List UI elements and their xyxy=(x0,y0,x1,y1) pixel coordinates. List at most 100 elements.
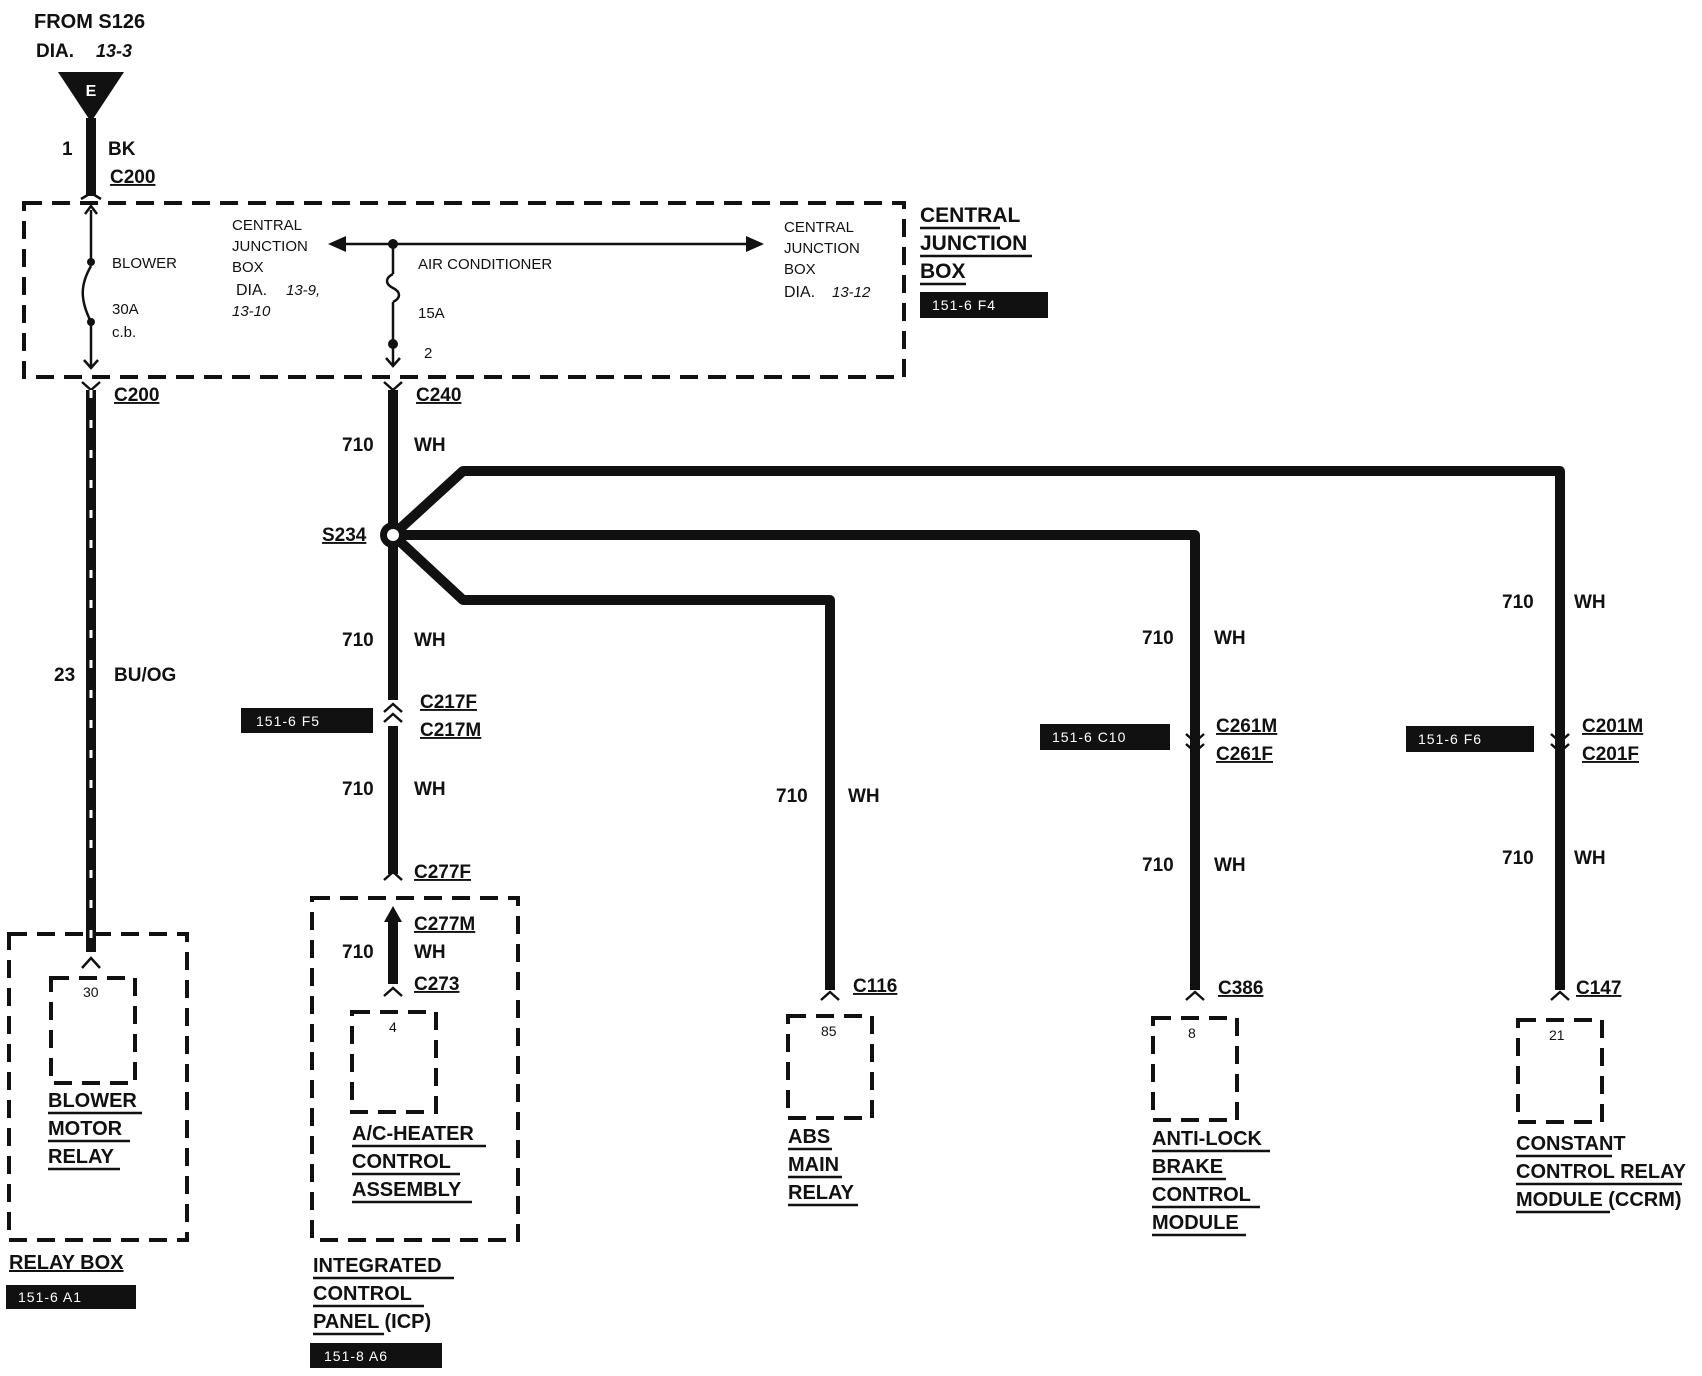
ccrm-line-3: MODULE (CCRM) xyxy=(1516,1189,1682,1211)
relay-line-2: MOTOR xyxy=(48,1118,123,1140)
relay-box-ref-box xyxy=(6,1285,136,1309)
brake-color-2: WH xyxy=(1214,855,1246,876)
icp-color-3: WH xyxy=(414,942,446,963)
icp-conn-277m: C277M xyxy=(414,914,475,935)
left-dia-2: 13-10 xyxy=(232,303,271,320)
icp-conn-m: C217M xyxy=(420,720,481,741)
abs-circuit: 710 xyxy=(776,786,808,807)
icp-panel-1: INTEGRATED xyxy=(313,1255,442,1277)
ac-circuit-color: WH xyxy=(414,435,446,456)
relay-box-ref: 151-6 A1 xyxy=(18,1289,82,1305)
blower-label: BLOWER xyxy=(112,255,177,272)
blower-breaker-icon xyxy=(81,265,93,323)
left-ref-2: JUNCTION xyxy=(232,238,308,255)
bus-left-arrow xyxy=(328,236,346,252)
brake-line-4: MODULE xyxy=(1152,1212,1239,1234)
fuse-rating: 15A xyxy=(418,305,445,322)
brake-color-1: WH xyxy=(1214,628,1246,649)
left-dia-1: 13-9, xyxy=(286,282,320,299)
icp-conn-273: C273 xyxy=(414,974,459,995)
brake-ref-box xyxy=(1040,724,1170,750)
ccrm-ref-box xyxy=(1406,726,1534,752)
ccrm-line-1: CONSTANT xyxy=(1516,1133,1626,1155)
blower-connector: C200 xyxy=(114,385,159,406)
ccrm-color-1: WH xyxy=(1574,592,1606,613)
icp-conn-f: C217F xyxy=(420,692,477,713)
ccrm-pin: 21 xyxy=(1549,1027,1565,1043)
brake-conn-f: C261F xyxy=(1216,744,1273,765)
icp-module-pin-box xyxy=(350,1010,438,1114)
abs-pin: 85 xyxy=(821,1023,837,1039)
ccrm-color-2: WH xyxy=(1574,848,1606,869)
brake-branch-wire xyxy=(393,530,1200,990)
blower-relay-pin-box xyxy=(49,976,137,1085)
feed-connector: C200 xyxy=(110,167,155,188)
ccrm-conn-m: C201M xyxy=(1582,716,1643,737)
relay-box-outline xyxy=(7,932,189,1242)
abs-color: WH xyxy=(848,786,880,807)
brake-circuit-1: 710 xyxy=(1142,628,1174,649)
central-junction-box-outline xyxy=(22,201,906,379)
source-label: FROM S126 xyxy=(34,11,145,33)
cjb-ref: 151-6 F4 xyxy=(932,297,996,313)
icp-conn-277f: C277F xyxy=(414,862,471,883)
icp-module-2: CONTROL xyxy=(352,1151,451,1173)
abs-connector: C116 xyxy=(853,976,897,997)
right-ref-2: JUNCTION xyxy=(784,240,860,257)
icp-circuit-2: 710 xyxy=(342,779,374,800)
icp-panel-3: PANEL (ICP) xyxy=(313,1311,431,1333)
ac-circuit-num: 710 xyxy=(342,435,374,456)
brake-pin: 8 xyxy=(1188,1025,1196,1041)
source-connector-triangle xyxy=(58,72,124,122)
relay-box-title: RELAY BOX xyxy=(9,1252,124,1274)
feed-pin: 1 xyxy=(62,139,73,160)
icp-pin: 4 xyxy=(389,1019,397,1035)
ccrm-line-2: CONTROL RELAY xyxy=(1516,1161,1687,1183)
icp-ref: 151-6 F5 xyxy=(256,713,320,729)
ccrm-pin-box xyxy=(1516,1018,1604,1124)
brake-line-1: ANTI-LOCK xyxy=(1152,1128,1263,1150)
source-connector-letter: E xyxy=(86,83,97,100)
breaker-type: c.b. xyxy=(112,324,136,341)
abs-line-1: ABS xyxy=(788,1126,830,1148)
icp-color-1: WH xyxy=(414,630,446,651)
ccrm-ref: 151-6 F6 xyxy=(1418,731,1482,747)
icp-module-3: ASSEMBLY xyxy=(352,1179,462,1201)
icp-color-2: WH xyxy=(414,779,446,800)
icp-panel-ref-box xyxy=(310,1343,442,1368)
abs-branch-wire xyxy=(389,531,835,990)
cjb-title-3: BOX xyxy=(920,260,966,283)
ac-connector: C240 xyxy=(416,385,461,406)
ac-label: AIR CONDITIONER xyxy=(418,256,552,273)
right-dia: 13-12 xyxy=(832,284,871,301)
icp-ref-box xyxy=(241,708,373,733)
icp-circuit-3: 710 xyxy=(342,942,374,963)
source-dia-ref: 13-3 xyxy=(96,41,132,61)
right-ref-3: BOX xyxy=(784,261,816,278)
relay-line-3: RELAY xyxy=(48,1146,115,1168)
blower-pin: 23 xyxy=(54,665,75,686)
brake-circuit-2: 710 xyxy=(1142,855,1174,876)
right-dia-prefix: DIA. xyxy=(784,284,815,301)
splice-label: S234 xyxy=(322,525,367,546)
cjb-ref-box xyxy=(920,292,1048,318)
ccrm-circuit-1: 710 xyxy=(1502,592,1534,613)
ccrm-branch-wire xyxy=(389,466,1565,990)
brake-pin-box xyxy=(1151,1016,1239,1122)
abs-pin-box xyxy=(786,1014,874,1120)
brake-conn-m: C261M xyxy=(1216,716,1277,737)
brake-line-2: BRAKE xyxy=(1152,1156,1223,1178)
ccrm-circuit-2: 710 xyxy=(1502,848,1534,869)
icp-panel-2: CONTROL xyxy=(313,1283,412,1305)
brake-line-3: CONTROL xyxy=(1152,1184,1251,1206)
cjb-title-2: JUNCTION xyxy=(920,232,1027,255)
feed-connector-symbol xyxy=(80,191,102,201)
fuse-pin: 2 xyxy=(424,345,432,362)
abs-line-3: RELAY xyxy=(788,1182,855,1204)
relay-line-1: BLOWER xyxy=(48,1090,137,1112)
icp-circuit-1: 710 xyxy=(342,630,374,651)
ccrm-connector: C147 xyxy=(1576,978,1621,999)
cjb-title-1: CENTRAL xyxy=(920,204,1020,227)
ccrm-conn-f: C201F xyxy=(1582,744,1639,765)
